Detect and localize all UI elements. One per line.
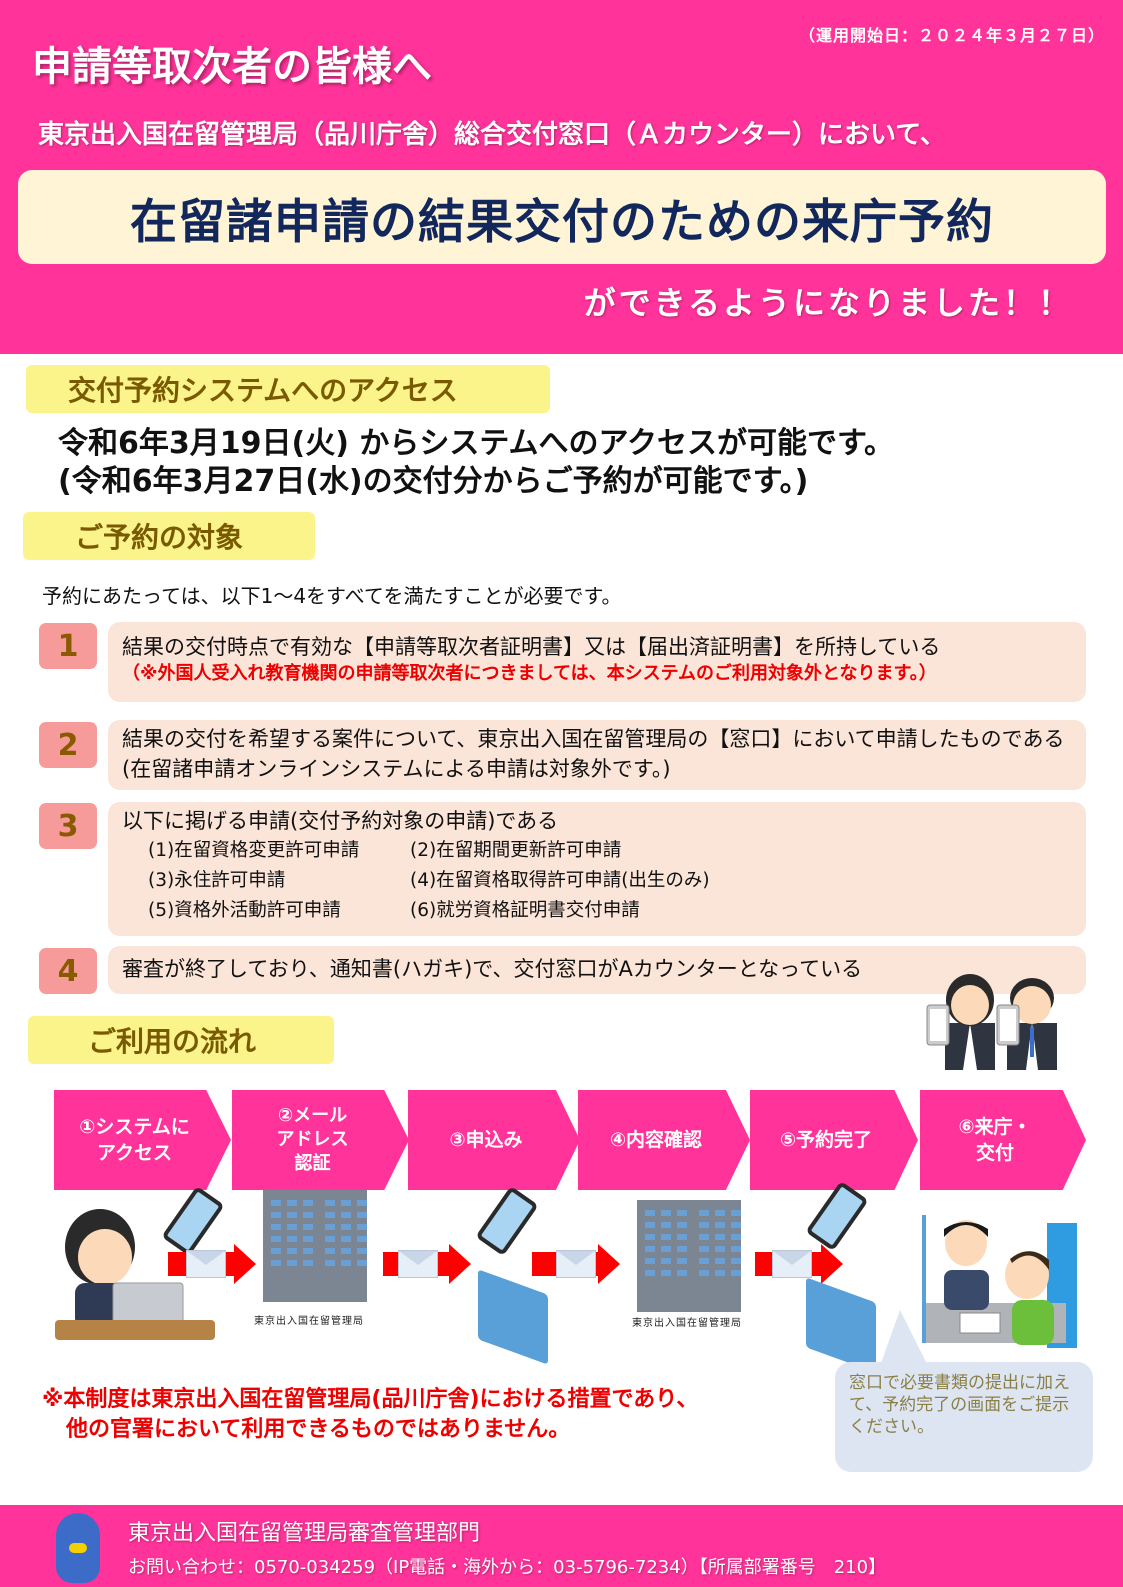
smartphone-icon bbox=[475, 1185, 539, 1257]
footer: 東京出入国在留管理局審査管理部門 お問い合わせ：0570-034259（IP電話… bbox=[0, 1505, 1123, 1587]
requirement-item-4: 審査が終了しており、通知書(ハガキ)で、交付窓口がAカウンターとなっている bbox=[108, 946, 1086, 994]
footer-contact: お問い合わせ：0570-034259（IP電話・海外から：03-5796-723… bbox=[128, 1557, 887, 1578]
requirement-number-badge: 2 bbox=[39, 722, 97, 768]
header-banner: （運用開始日：２０２４年３月２７日） 申請等取次者の皆様へ 東京出入国在留管理局… bbox=[0, 0, 1123, 354]
requirement-text: 結果の交付を希望する案件について、東京出入国在留管理局の【窓口】において申請した… bbox=[122, 727, 1065, 781]
access-line-2: (令和6年3月27日(水)の交付分からご予約が可能です。) bbox=[58, 464, 809, 499]
speech-bubble-note: 窓口で必要書類の提出に加えて、予約完了の画面をご提示ください。 bbox=[835, 1362, 1093, 1472]
section-label-access: 交付予約システムへのアクセス bbox=[26, 365, 550, 413]
section-label-flow: ご利用の流れ bbox=[28, 1016, 334, 1064]
flow-step-3: ③申込み bbox=[408, 1090, 580, 1190]
immigration-bureau-building-icon bbox=[263, 1190, 367, 1302]
access-info: 令和6年3月19日(火) からシステムへのアクセスが可能です。 (令和6年3月2… bbox=[58, 425, 894, 501]
application-type: (6)就労資格証明書交付申請 bbox=[410, 900, 640, 921]
requirement-number-badge: 4 bbox=[39, 948, 97, 994]
flow-step-1: ①システムに アクセス bbox=[54, 1090, 231, 1190]
eligibility-intro: 予約にあたっては、以下1～4をすべてを満たすことが必要です。 bbox=[42, 584, 622, 608]
flow-step-5: ⑤予約完了 bbox=[750, 1090, 918, 1190]
requirement-note: （※外国人受入れ教育機関の申請等取次者につきましては、本システムのご利用対象外と… bbox=[122, 663, 937, 684]
application-type: (1)在留資格変更許可申請 bbox=[148, 840, 360, 861]
requirement-item-3: 以下に掲げる申請(交付予約対象の申請)である (1)在留資格変更許可申請 (2)… bbox=[108, 802, 1086, 936]
requirement-text: 以下に掲げる申請(交付予約対象の申請)である bbox=[122, 809, 559, 833]
laptop-icon bbox=[806, 1277, 876, 1373]
email-envelope-icon bbox=[772, 1250, 812, 1278]
building-label: 東京出入国在留管理局 bbox=[254, 1316, 364, 1327]
requirement-item-2: 結果の交付を希望する案件について、東京出入国在留管理局の【窓口】において申請した… bbox=[108, 720, 1086, 790]
greeting-title: 申請等取次者の皆様へ bbox=[32, 44, 432, 90]
section-label-eligibility: ご予約の対象 bbox=[23, 512, 315, 560]
requirement-number-badge: 3 bbox=[39, 803, 97, 849]
start-date: （運用開始日：２０２４年３月２７日） bbox=[798, 26, 1105, 45]
woman-at-laptop-illustration bbox=[55, 1205, 215, 1340]
disclaimer-line-1: ※本制度は東京出入国在留管理局(品川庁舎)における措置であり、 bbox=[42, 1387, 699, 1412]
laptop-icon bbox=[478, 1269, 548, 1365]
email-envelope-icon bbox=[556, 1250, 596, 1278]
application-type: (2)在留期間更新許可申請 bbox=[410, 840, 622, 861]
headline: 在留諸申請の結果交付のための来庁予約 bbox=[130, 194, 994, 250]
footer-organization: 東京出入国在留管理局審査管理部門 bbox=[128, 1521, 481, 1546]
disclaimer: ※本制度は東京出入国在留管理局(品川庁舎)における措置であり、 他の官署において… bbox=[42, 1385, 698, 1445]
access-line-1: 令和6年3月19日(火) からシステムへのアクセスが可能です。 bbox=[58, 426, 894, 461]
disclaimer-line-2: 他の官署において利用できるものではありません。 bbox=[66, 1417, 571, 1442]
requirement-number-badge: 1 bbox=[39, 623, 97, 669]
speech-bubble-tail bbox=[880, 1310, 928, 1366]
headline-box: 在留諸申請の結果交付のための来庁予約 bbox=[18, 170, 1106, 264]
smartphone-icon bbox=[805, 1180, 869, 1252]
flow-step-2: ②メール アドレス 認証 bbox=[232, 1090, 409, 1190]
application-type: (5)資格外活動許可申請 bbox=[148, 900, 341, 921]
email-envelope-icon bbox=[398, 1250, 438, 1278]
headline-tail: ができるようになりました！！ bbox=[583, 284, 1073, 322]
counter-service-illustration bbox=[922, 1215, 1077, 1355]
building-label: 東京出入国在留管理局 bbox=[632, 1318, 742, 1329]
email-envelope-icon bbox=[186, 1250, 226, 1278]
application-type: (3)永住許可申請 bbox=[148, 870, 286, 891]
application-type-list: (1)在留資格変更許可申請 (2)在留期間更新許可申請 (3)永住許可申請 (4… bbox=[122, 836, 1072, 926]
requirement-text: 審査が終了しており、通知書(ハガキ)で、交付窓口がAカウンターとなっている bbox=[122, 957, 863, 981]
application-type: (4)在留資格取得許可申請(出生のみ) bbox=[410, 870, 710, 891]
intro-text: 東京出入国在留管理局（品川庁舎）総合交付窓口（Ａカウンター）において、 bbox=[38, 120, 946, 150]
mascot-logo-icon bbox=[56, 1513, 100, 1583]
staff-with-phones-illustration bbox=[925, 965, 1075, 1070]
flow-step-4: ④内容確認 bbox=[578, 1090, 750, 1190]
requirement-text: 結果の交付時点で有効な【申請等取次者証明書】又は【届出済証明書】を所持している bbox=[122, 635, 941, 659]
flow-step-6: ⑥来庁・ 交付 bbox=[920, 1090, 1086, 1190]
immigration-bureau-building-icon bbox=[637, 1200, 741, 1312]
requirement-item-1: 結果の交付時点で有効な【申請等取次者証明書】又は【届出済証明書】を所持している … bbox=[108, 622, 1086, 702]
